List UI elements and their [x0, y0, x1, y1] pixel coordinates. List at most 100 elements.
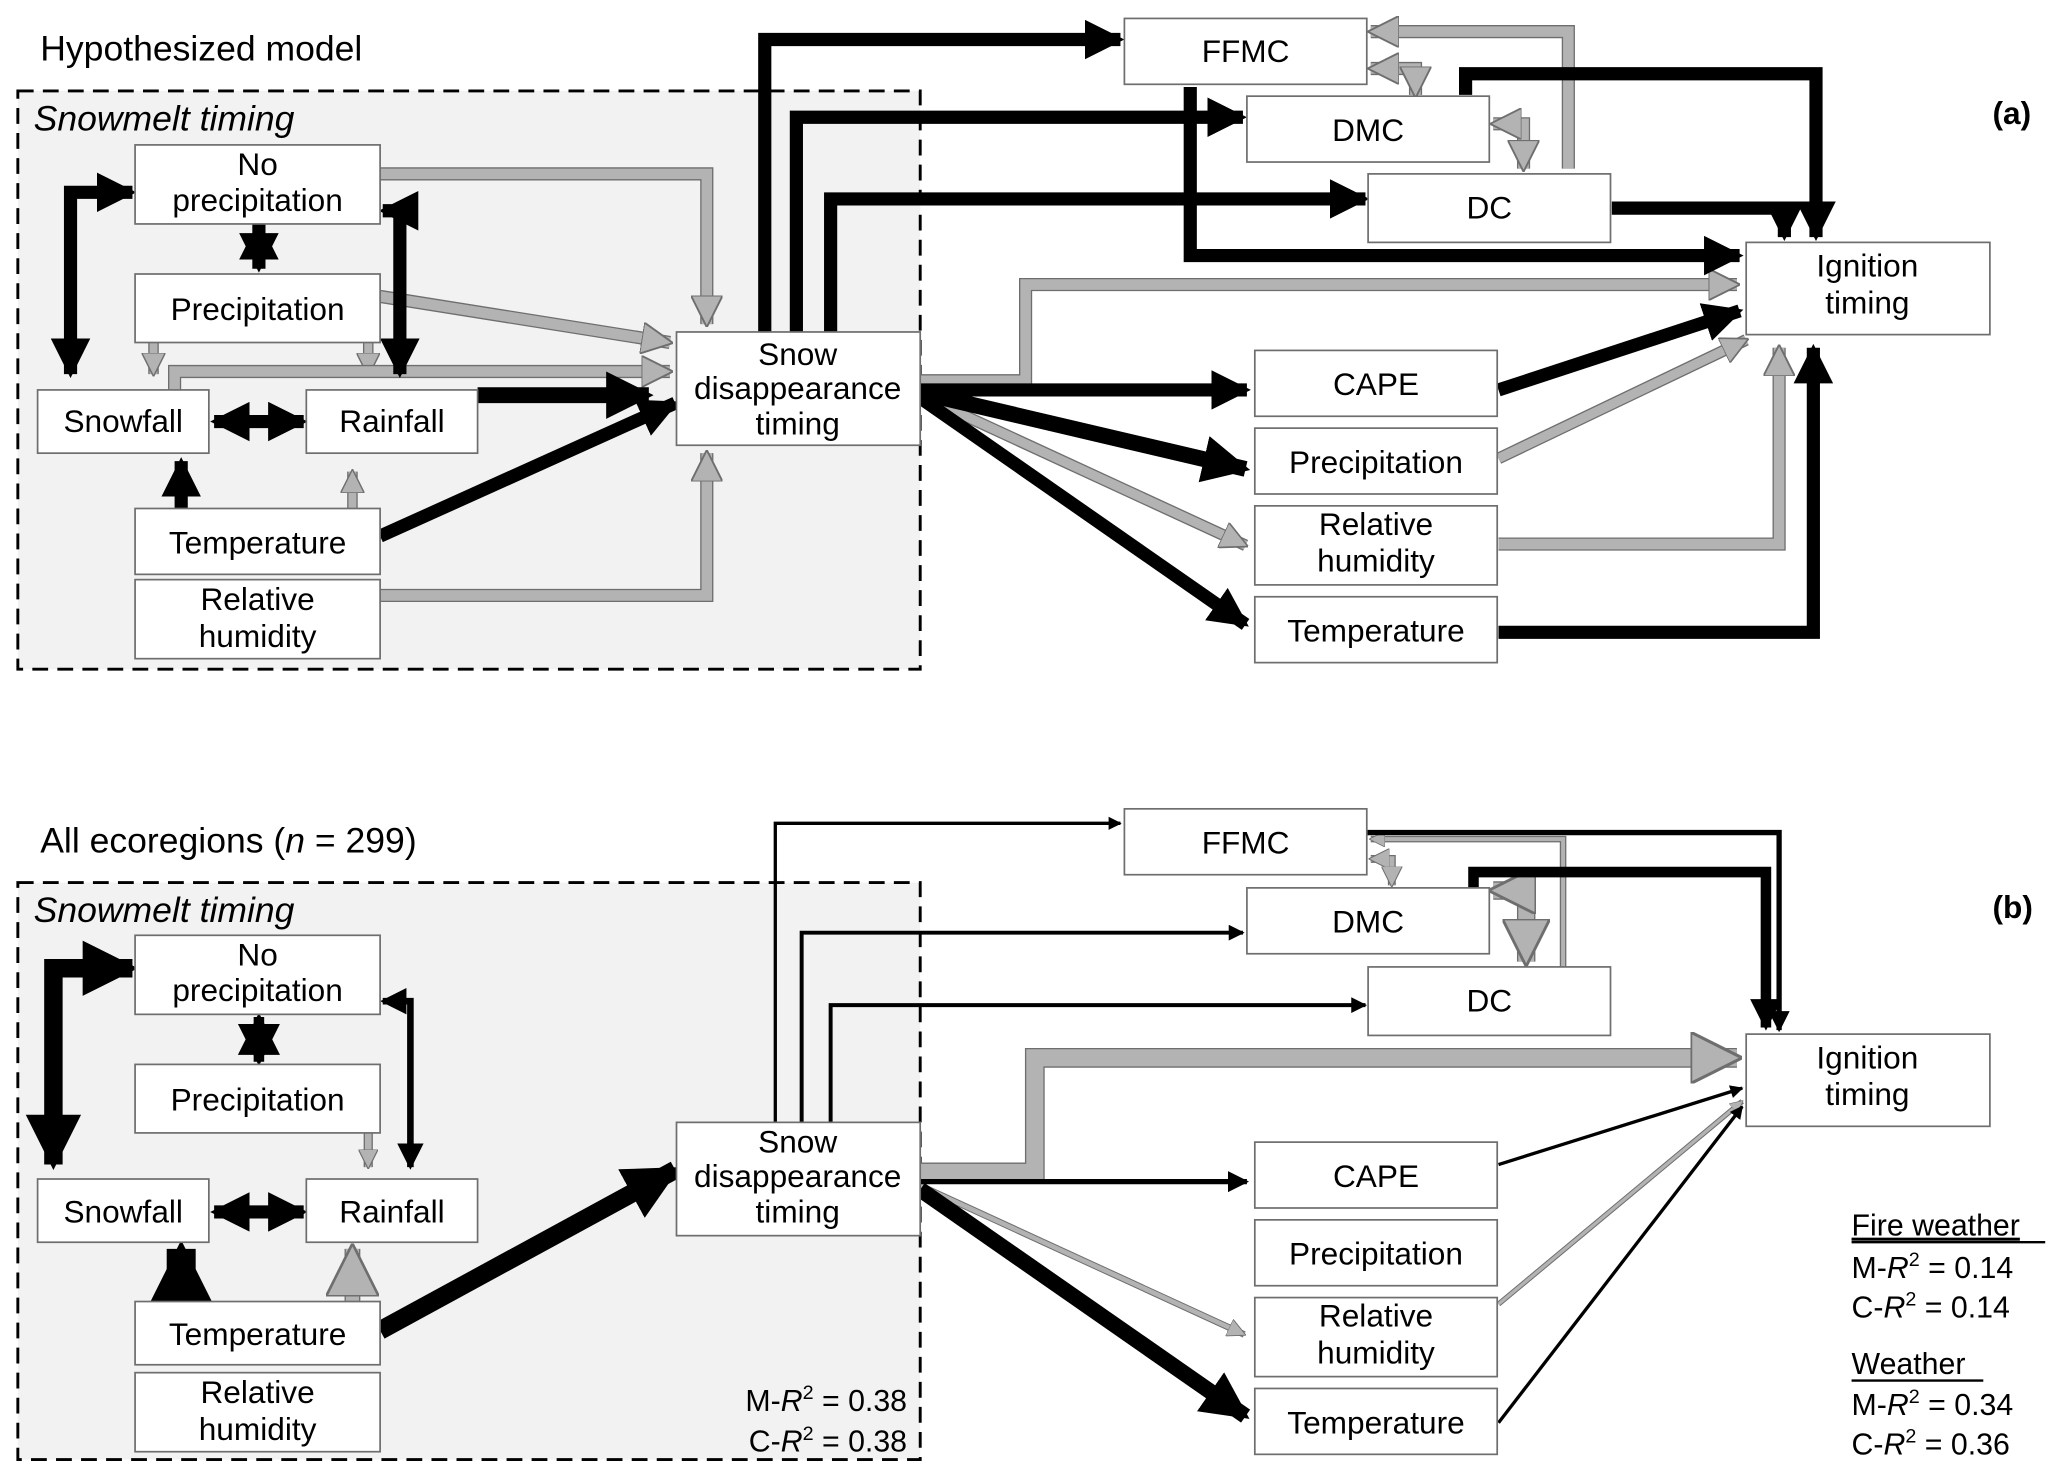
svg-text:Rainfall: Rainfall — [339, 1193, 444, 1229]
svg-text:Precipitation: Precipitation — [1289, 444, 1463, 480]
svg-text:DC: DC — [1466, 983, 1512, 1019]
snowmelt-region-label-a: Snowmelt timing — [34, 98, 295, 138]
node-cape-a: CAPE — [1253, 349, 1499, 418]
svg-text:Snow: Snow — [758, 336, 837, 372]
node-precipitation-a: Precipitation — [134, 273, 381, 344]
panel-a-tag: (a) — [1993, 95, 2032, 131]
negative-paths-b — [352, 839, 1744, 1338]
node-snow-disappearance-a: Snow disappearance timing — [675, 331, 922, 447]
panel-a: Hypothesized model (a) Snowmelt timing — [16, 17, 2032, 671]
path-cape-to-ignition — [1496, 303, 1744, 397]
node-dc-a: DC — [1367, 173, 1612, 244]
node-dc-b: DC — [1367, 966, 1612, 1037]
path-temp-to-snow — [377, 397, 679, 543]
node-temperature-a: Temperature — [134, 507, 381, 576]
node-rainfall-b: Rainfall — [305, 1178, 479, 1244]
path-wtemp-to-ignition-b — [1497, 1105, 1744, 1424]
path-dmc-to-ignition-b — [1468, 866, 1782, 1031]
node-ignition-timing-b: Ignition timing — [1745, 1033, 1991, 1128]
svg-text:Temperature: Temperature — [1287, 1404, 1464, 1440]
path-snowfall-to-noprecip — [50, 172, 137, 379]
path-ffmc-to-ignition — [1183, 86, 1744, 276]
svg-text:humidity: humidity — [1317, 543, 1435, 579]
node-ffmc-b: FFMC — [1123, 807, 1368, 876]
svg-text:Precipitation: Precipitation — [1289, 1236, 1463, 1272]
svg-text:Ignition: Ignition — [1816, 248, 1918, 284]
svg-text:timing: timing — [1825, 1076, 1909, 1112]
svg-text:No: No — [237, 937, 277, 973]
path-snow-to-wprecip — [918, 384, 1251, 483]
svg-text:DC: DC — [1466, 190, 1512, 226]
node-weather-temperature-b: Temperature — [1253, 1387, 1499, 1456]
svg-text:M-R2 = 0.34: M-R2 = 0.34 — [1852, 1386, 2014, 1422]
path-temp-to-snow-b — [375, 1161, 681, 1339]
svg-text:Relative: Relative — [200, 581, 314, 617]
path-snow-to-wtemp — [916, 392, 1250, 630]
svg-text:CAPE: CAPE — [1333, 1158, 1419, 1194]
svg-text:timing: timing — [756, 1193, 840, 1229]
node-precipitation-b: Precipitation — [134, 1063, 381, 1134]
node-snowfall-b: Snowfall — [36, 1178, 210, 1244]
node-weather-relative-humidity-b: Relative humidity — [1253, 1296, 1499, 1378]
svg-text:Precipitation: Precipitation — [171, 1082, 345, 1118]
svg-text:Temperature: Temperature — [1287, 613, 1464, 649]
path-snow-to-dmc-b — [799, 924, 1245, 1123]
svg-text:C-R2 = 0.38: C-R2 = 0.38 — [749, 1423, 907, 1459]
node-no-precipitation-a: No precipitation — [134, 144, 381, 225]
svg-text:Ignition: Ignition — [1816, 1039, 1918, 1075]
svg-text:DMC: DMC — [1332, 112, 1404, 148]
svg-text:Snowfall: Snowfall — [63, 403, 182, 439]
path-rainfall-to-noprecip-b — [380, 987, 424, 1170]
svg-text:Rainfall: Rainfall — [339, 403, 444, 439]
path-cape-to-ignition-b — [1498, 1085, 1744, 1167]
negative-paths-a — [154, 32, 1780, 603]
node-dmc-a: DMC — [1246, 95, 1491, 163]
svg-text:FFMC: FFMC — [1202, 33, 1290, 69]
node-ignition-timing-a: Ignition timing — [1745, 241, 1991, 336]
path-snow-to-ffmc — [758, 19, 1125, 332]
fire-weather-fit-stats: Fire weather M-R2 = 0.14 C-R2 = 0.14 — [1852, 1210, 2046, 1324]
svg-text:C-R2 = 0.14: C-R2 = 0.14 — [1852, 1288, 2010, 1324]
svg-text:M-R2 = 0.38: M-R2 = 0.38 — [745, 1382, 907, 1418]
svg-text:Weather: Weather — [1852, 1348, 1966, 1381]
node-cape-b: CAPE — [1253, 1141, 1499, 1209]
svg-text:Precipitation: Precipitation — [171, 291, 345, 327]
svg-text:Relative: Relative — [1319, 506, 1433, 542]
svg-text:humidity: humidity — [199, 618, 317, 654]
svg-text:precipitation: precipitation — [172, 972, 342, 1008]
svg-text:Relative: Relative — [1319, 1298, 1433, 1334]
positive-paths-a — [50, 19, 1836, 639]
node-weather-precipitation-a: Precipitation — [1253, 427, 1499, 495]
svg-text:Temperature: Temperature — [169, 1316, 346, 1352]
node-temperature-b: Temperature — [134, 1300, 381, 1366]
svg-text:Snowfall: Snowfall — [63, 1193, 182, 1229]
path-rainfall-to-noprecip — [378, 191, 420, 379]
svg-text:disappearance: disappearance — [694, 370, 901, 406]
node-snowfall-a: Snowfall — [36, 389, 210, 455]
svg-text:Snow: Snow — [758, 1124, 837, 1160]
node-ffmc-a: FFMC — [1123, 17, 1368, 86]
panel-a-title: Hypothesized model — [40, 29, 362, 69]
svg-text:humidity: humidity — [199, 1411, 317, 1447]
node-weather-relative-humidity-a: Relative humidity — [1253, 504, 1499, 586]
panel-b-tag: (b) — [1993, 889, 2033, 925]
path-wtemp-to-ignition — [1498, 343, 1834, 639]
svg-text:disappearance: disappearance — [694, 1158, 901, 1194]
path-dmc-to-ignition — [1458, 67, 1836, 242]
svg-text:Relative: Relative — [200, 1374, 314, 1410]
svg-text:Fire weather: Fire weather — [1852, 1210, 2020, 1243]
path-snow-to-dc-b — [828, 997, 1368, 1123]
snowmelt-fit-stats: M-R2 = 0.38 C-R2 = 0.38 — [745, 1382, 907, 1459]
node-weather-temperature-a: Temperature — [1253, 595, 1499, 664]
panel-b: All ecoregions (n = 299) (b) Snowmelt ti… — [16, 807, 2046, 1461]
node-snow-disappearance-b: Snow disappearance timing — [675, 1121, 922, 1237]
node-no-precipitation-b: No precipitation — [134, 934, 381, 1016]
svg-text:No: No — [237, 146, 277, 182]
node-rainfall-a: Rainfall — [305, 389, 479, 455]
svg-text:timing: timing — [756, 406, 840, 442]
path-snow-to-dmc — [789, 97, 1247, 332]
path-dc-to-ignition — [1611, 201, 1805, 242]
svg-text:C-R2 = 0.36: C-R2 = 0.36 — [1852, 1425, 2010, 1461]
positive-paths-b — [25, 816, 1790, 1424]
